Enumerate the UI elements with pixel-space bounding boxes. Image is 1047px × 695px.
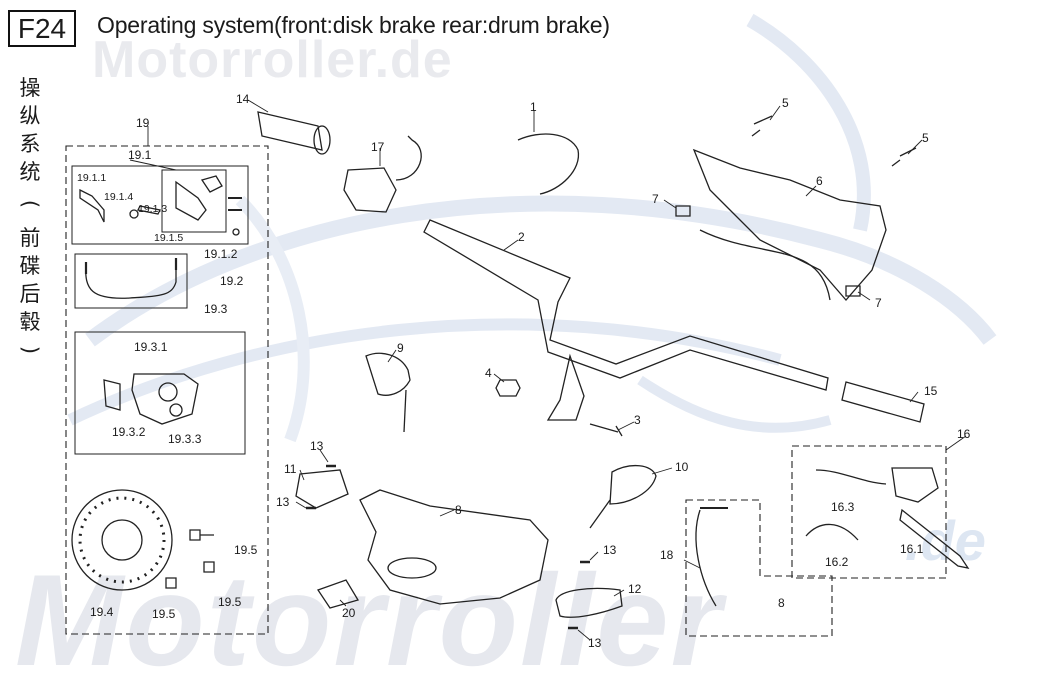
watermark-top-text: Motorroller.de: [92, 31, 453, 89]
housing-8: [359, 489, 549, 605]
part-label: 13: [588, 636, 602, 650]
master-cylinder-19-1: [175, 180, 207, 221]
part-label: 13: [310, 439, 324, 453]
screw-5: [751, 115, 773, 137]
cn-label-char: 统: [19, 160, 41, 184]
screw-5: [891, 147, 917, 167]
diagram-code: F24: [8, 10, 76, 47]
part-label: 19: [136, 116, 150, 130]
part-label: 12: [628, 582, 642, 596]
brake-disc-19-4: [71, 489, 173, 591]
part-label: 9: [397, 341, 404, 355]
part-label: 13: [276, 495, 290, 509]
part-label: 16.1: [900, 542, 924, 556]
group-16-frame: [791, 445, 947, 579]
cn-label-char: 碟: [19, 254, 41, 278]
part-label: 7: [875, 296, 882, 310]
part-label: 1: [530, 100, 537, 114]
cable-18: [695, 509, 717, 607]
switch-17: [343, 167, 397, 213]
group-19-2-box: [74, 253, 188, 309]
diagram-title: Operating system(front:disk brake rear:d…: [97, 12, 610, 38]
bolt-3: [589, 423, 623, 437]
part-label: 19.5: [218, 595, 242, 609]
part-label: 8: [455, 503, 462, 517]
cn-label-char: 纵: [19, 104, 41, 128]
part-label: 19.1.1: [77, 172, 107, 184]
bolt-19-5: [189, 529, 214, 541]
mirror-9: [365, 352, 411, 396]
group-19-frame: [65, 145, 269, 635]
cn-label-char: 系: [19, 132, 41, 156]
part-label: 19.1.5: [154, 232, 184, 244]
group-18-frame: [685, 499, 833, 637]
brake-lever-19-1-1: [79, 188, 105, 223]
cn-label-char: 操: [19, 76, 41, 100]
part-label: 3: [634, 413, 641, 427]
part-label: 2: [518, 230, 525, 244]
part-label: 16: [957, 427, 971, 441]
grip-15: [841, 381, 925, 423]
part-label: 19.3.3: [168, 432, 202, 446]
part-label: 10: [675, 460, 689, 474]
part-label: 17: [371, 140, 385, 154]
cover-11: [295, 469, 349, 509]
cn-label-char: 前: [19, 226, 41, 250]
part-label: 4: [485, 366, 492, 380]
bolt-7: [675, 205, 691, 217]
switch-16-2: [805, 523, 859, 541]
part-label: 6: [816, 174, 823, 188]
part-label: 19.3.2: [112, 425, 146, 439]
part-label: 19.5: [234, 543, 258, 557]
cap-20: [316, 579, 359, 609]
part-label: 15: [924, 384, 938, 398]
part-label: 14: [236, 92, 250, 106]
bracket-6: [692, 148, 887, 301]
cable-1: [517, 133, 580, 195]
cover-12: [555, 587, 623, 618]
part-label: 20: [342, 606, 356, 620]
part-label: 19.4: [90, 605, 114, 619]
caliper-19-3-3: [131, 373, 199, 425]
part-label: 19.3: [204, 302, 228, 316]
cn-label-char: 毂: [19, 310, 41, 334]
switch-16-3: [815, 469, 887, 485]
nut-4: [495, 379, 521, 397]
part-label: 16.3: [831, 500, 855, 514]
part-label: 11: [284, 462, 297, 476]
bolt-19-5: [203, 561, 215, 573]
part-label: 19.5: [152, 607, 176, 621]
part-label: 19.1.2: [204, 247, 238, 261]
part-label: 19.1.4: [104, 191, 134, 203]
watermark-bottom-text: Motorroller: [15, 547, 724, 693]
bolt-7: [845, 285, 861, 297]
group-19-1-box: [71, 165, 249, 245]
part-label: 5: [922, 131, 929, 145]
mirror-10: [609, 465, 657, 505]
part-label: 19.3.1: [134, 340, 168, 354]
grip-14: [257, 111, 323, 151]
part-label: 18: [660, 548, 674, 562]
group-19-1-inner-box: [161, 169, 227, 233]
part-label: 19.2: [220, 274, 244, 288]
lever-16-1: [899, 508, 970, 569]
part-label: 7: [652, 192, 659, 206]
brake-hose-19-2: [85, 262, 177, 299]
part-label: 5: [782, 96, 789, 110]
cn-label-char: 后: [19, 282, 41, 306]
group-19-3-box: [74, 331, 246, 455]
part-label: 8: [778, 596, 785, 610]
part-label: 19.1: [128, 148, 152, 162]
handlebar-2: [423, 219, 829, 391]
brake-pad-19-3-2: [103, 379, 121, 411]
part-label: 16.2: [825, 555, 849, 569]
part-label: 13: [603, 543, 617, 557]
bolt-19-5: [165, 577, 177, 589]
part-label: 19.1.3: [138, 203, 168, 215]
